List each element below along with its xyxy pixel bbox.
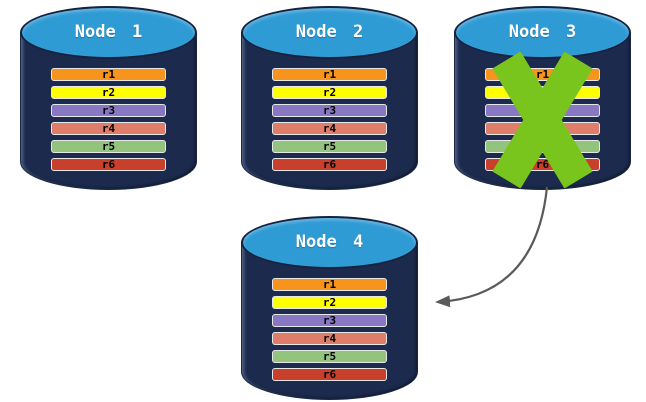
node-1: Node 1 r1 r2 r3 r4 r5 r6 [20, 6, 197, 190]
node-2-row-r3: r3 [272, 104, 387, 117]
node-2-rows: r1 r2 r3 r4 r5 r6 [272, 68, 387, 171]
row-label: r6 [535, 158, 550, 171]
node-2-title: Node 2 [295, 22, 364, 42]
failure-x-icon [492, 51, 593, 189]
node-4-row-r1: r1 [272, 278, 387, 291]
row-label: r2 [322, 296, 337, 309]
row-label: r4 [322, 122, 337, 135]
node-3-cylinder-top: Node 3 [454, 6, 631, 59]
node-1-row-r5: r5 [51, 140, 166, 153]
node-1-title: Node 1 [74, 22, 143, 42]
row-label: r5 [322, 350, 337, 363]
node-1-row-r3: r3 [51, 104, 166, 117]
row-label: r5 [322, 140, 337, 153]
node-1-row-r6: r6 [51, 158, 166, 171]
row-label: r4 [322, 332, 337, 345]
node-2-row-r2: r2 [272, 86, 387, 99]
row-label: r2 [322, 86, 337, 99]
node-2-row-r5: r5 [272, 140, 387, 153]
node-4-rows: r1 r2 r3 r4 r5 r6 [272, 278, 387, 381]
node-4-row-r2: r2 [272, 296, 387, 309]
row-label: r6 [322, 158, 337, 171]
row-label: r6 [101, 158, 116, 171]
node-2-row-r4: r4 [272, 122, 387, 135]
node-4-row-r5: r5 [272, 350, 387, 363]
node-1-row-r4: r4 [51, 122, 166, 135]
node-2-row-r1: r1 [272, 68, 387, 81]
row-label: r4 [101, 122, 116, 135]
node-1-row-r2: r2 [51, 86, 166, 99]
row-label: r3 [322, 314, 337, 327]
row-label: r5 [101, 140, 116, 153]
node-2-row-r6: r6 [272, 158, 387, 171]
row-label: r1 [535, 68, 550, 81]
row-label: r3 [322, 104, 337, 117]
row-label: r1 [322, 278, 337, 291]
row-label: r6 [322, 368, 337, 381]
node-2: Node 2 r1 r2 r3 r4 r5 r6 [241, 6, 418, 190]
node-3: Node 3 r1 r2 r3 r4 r5 r6 [454, 6, 631, 190]
node-1-row-r1: r1 [51, 68, 166, 81]
node-4-row-r6: r6 [272, 368, 387, 381]
node-4-cylinder-top: Node 4 [241, 216, 418, 269]
row-label: r1 [101, 68, 116, 81]
node-2-cylinder-top: Node 2 [241, 6, 418, 59]
node-4-title: Node 4 [295, 232, 364, 252]
row-label: r3 [101, 104, 116, 117]
arrow-path [435, 186, 549, 308]
row-label: r1 [322, 68, 337, 81]
row-label: r2 [101, 86, 116, 99]
node-4-row-r3: r3 [272, 314, 387, 327]
node-4: Node 4 r1 r2 r3 r4 r5 r6 [241, 216, 418, 400]
node-1-rows: r1 r2 r3 r4 r5 r6 [51, 68, 166, 171]
node-3-title: Node 3 [508, 22, 577, 42]
node-1-cylinder-top: Node 1 [20, 6, 197, 59]
node-4-row-r4: r4 [272, 332, 387, 345]
